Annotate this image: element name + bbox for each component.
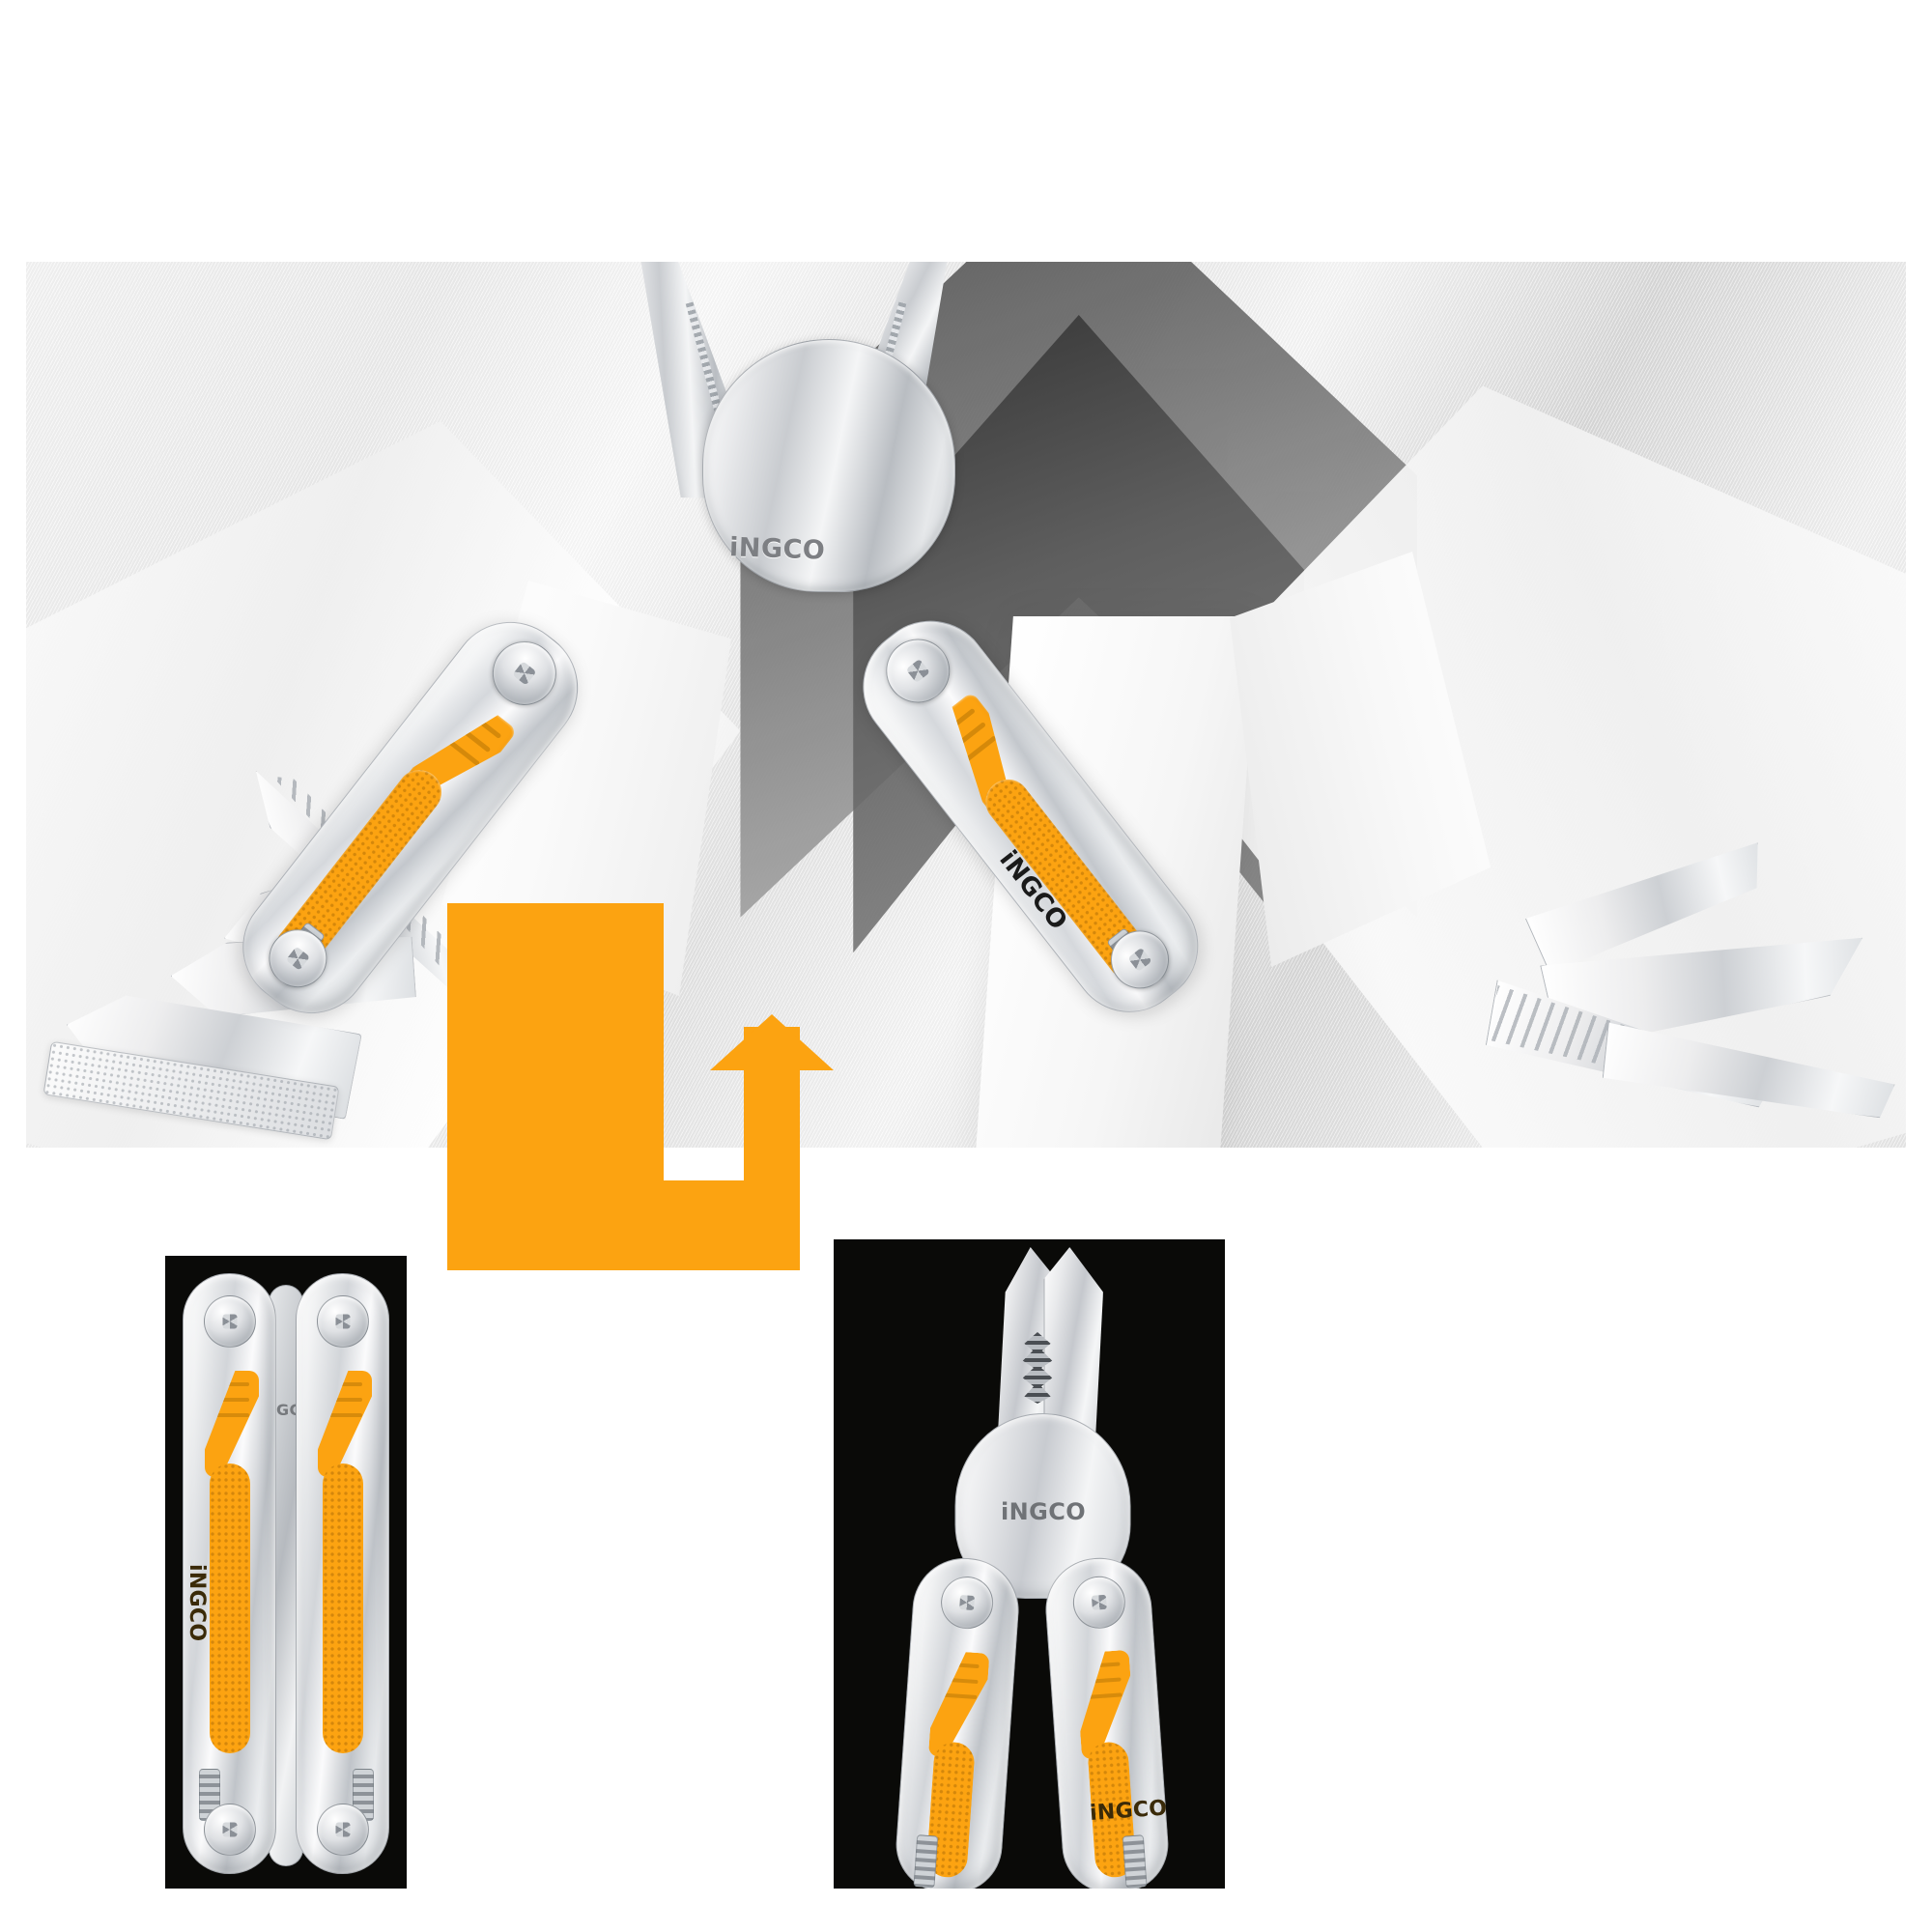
pivot-screw-right-top bbox=[872, 626, 963, 716]
screw-left-bottom bbox=[204, 1804, 256, 1856]
pliers-notch-right bbox=[1122, 1834, 1148, 1889]
pivot-screw-left-top bbox=[479, 628, 570, 719]
pliers-notch-left bbox=[912, 1834, 938, 1889]
screw-right-top bbox=[317, 1295, 369, 1348]
brand-logo-closed-left: iNGCO bbox=[185, 1564, 209, 1642]
plier-head bbox=[702, 339, 955, 592]
needle-nose-multitool: iNGCO iNGCO bbox=[838, 1239, 1220, 1889]
pliers-handle-left bbox=[892, 1554, 1022, 1889]
screw-right-bottom bbox=[317, 1804, 369, 1856]
closed-grip-chevron-right bbox=[318, 1371, 372, 1477]
pliers-screw-left bbox=[938, 1575, 995, 1631]
large-blade-right bbox=[1230, 552, 1491, 967]
closed-handle-left: iNGCO bbox=[183, 1273, 276, 1874]
product-closed-view[interactable]: iNGCO iNGCO bbox=[165, 1256, 407, 1889]
closed-multitool: iNGCO iNGCO bbox=[175, 1256, 397, 1889]
closed-grip-textured-left bbox=[210, 1463, 250, 1753]
wire-groove bbox=[1018, 1332, 1057, 1404]
product-needle-nose-pliers-view[interactable]: iNGCO iNGCO bbox=[834, 1239, 1225, 1889]
screw-left-top bbox=[204, 1295, 256, 1348]
closed-handle-right bbox=[296, 1273, 389, 1874]
open-multitool: iNGCO bbox=[26, 262, 1906, 1148]
brand-logo-pliers-handle: iNGCO bbox=[1088, 1796, 1168, 1826]
closed-grip-textured-right bbox=[323, 1463, 363, 1753]
closed-grip-chevron-left bbox=[205, 1371, 259, 1477]
pliers-screw-right bbox=[1070, 1574, 1127, 1631]
orange-callout-base bbox=[447, 1180, 800, 1270]
brand-logo-head: iNGCO bbox=[728, 532, 826, 566]
handle-right: iNGCO bbox=[838, 596, 1222, 1037]
pliers-handle-right: iNGCO bbox=[1041, 1554, 1172, 1889]
brand-logo-pliers-head: iNGCO bbox=[1001, 1498, 1087, 1525]
hero-product-photo[interactable]: iNGCO bbox=[26, 262, 1906, 1148]
